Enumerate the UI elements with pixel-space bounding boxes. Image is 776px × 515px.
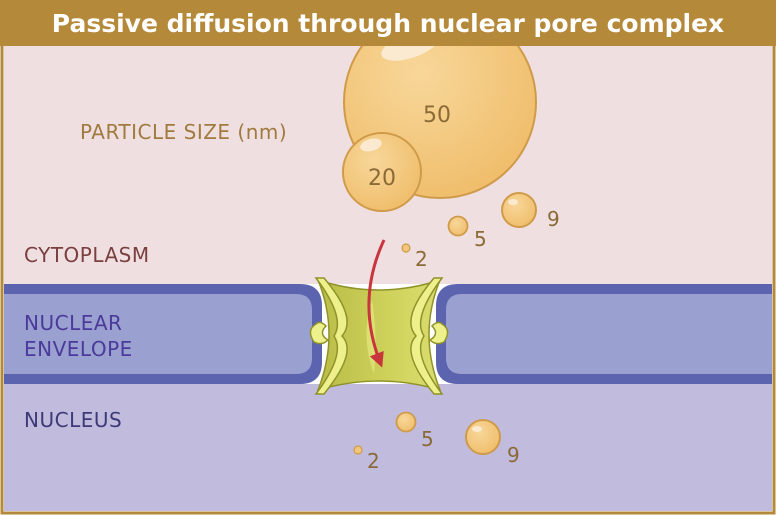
nuclear-envelope-label-line1: NUCLEAR — [24, 311, 122, 335]
particle-2nm-nucleus — [353, 445, 363, 455]
nuclear-pore-complex — [309, 277, 449, 395]
particle-2-label-cytoplasm: 2 — [415, 247, 428, 271]
particle-5-label-nucleus: 5 — [421, 427, 434, 451]
particle-20nm — [342, 132, 422, 212]
particle-5nm-cytoplasm — [447, 215, 469, 237]
particle-9nm-cytoplasm — [501, 192, 537, 228]
particle-2-label-nucleus: 2 — [367, 449, 380, 473]
particle-5-label-cytoplasm: 5 — [474, 227, 487, 251]
diffusion-arrow — [367, 239, 386, 368]
particle-5nm-nucleus — [395, 411, 417, 433]
particle-9-label-nucleus: 9 — [507, 443, 520, 467]
title-bar — [0, 0, 776, 46]
cytoplasm-label: CYTOPLASM — [24, 243, 150, 267]
particle-2nm-cytoplasm — [401, 243, 411, 253]
nuclear-envelope-label-line2: ENVELOPE — [24, 337, 133, 361]
particle-size-legend: PARTICLE SIZE (nm) — [80, 120, 287, 144]
nucleus-region — [4, 384, 772, 511]
diagram-title: Passive diffusion through nuclear pore c… — [52, 9, 724, 38]
nuclear-envelope — [4, 284, 772, 384]
particle-20-label: 20 — [368, 166, 396, 191]
particle-9-label-cytoplasm: 9 — [547, 207, 560, 231]
nucleus-label: NUCLEUS — [24, 408, 122, 432]
particle-9nm-nucleus — [465, 419, 501, 455]
particle-50-label: 50 — [423, 103, 451, 128]
